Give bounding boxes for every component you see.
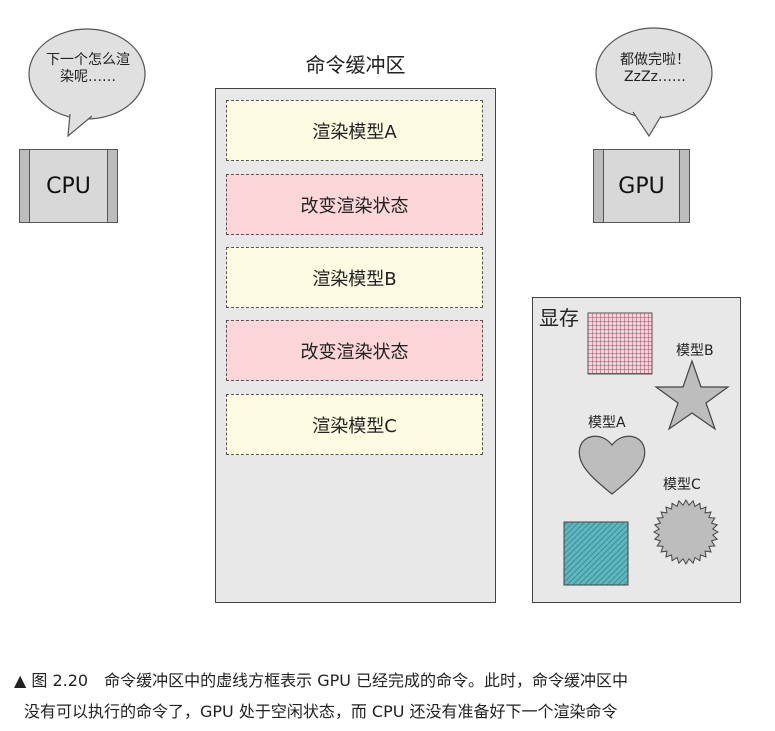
gpu-bubble-text: 都做完啦！ ZzZz……	[600, 52, 710, 86]
command-change-state-1: 改变渲染状态	[226, 174, 483, 235]
cpu-chip: CPU	[19, 149, 118, 223]
texture-red-icon	[587, 312, 653, 375]
cpu-speech-bubble	[28, 28, 146, 138]
command-buffer-title: 命令缓冲区	[305, 53, 406, 77]
gpu-chip: GPU	[593, 149, 690, 223]
figure-caption-line2: 没有可以执行的命令了，GPU 处于空闲状态，而 CPU 还没有准备好下一个渲染命…	[24, 702, 618, 721]
model-b-star-icon	[654, 359, 730, 431]
gpu-bubble-line2: ZzZz……	[624, 69, 686, 85]
command-render-model-b: 渲染模型B	[226, 247, 483, 308]
cpu-label: CPU	[46, 173, 91, 199]
model-a-heart-icon	[578, 435, 646, 495]
command-render-model-c: 渲染模型C	[226, 394, 483, 455]
figure-caption-line1: ▲ 图 2.20 命令缓冲区中的虚线方框表示 GPU 已经完成的命令。此时，命令…	[14, 671, 629, 690]
command-render-model-a: 渲染模型A	[226, 100, 483, 161]
command-change-state-2: 改变渲染状态	[226, 320, 483, 381]
model-c-label: 模型C	[663, 477, 701, 493]
model-b-label: 模型B	[676, 343, 714, 359]
gpu-label: GPU	[618, 173, 665, 199]
cpu-bubble-line1: 下一个怎么渲	[46, 52, 130, 68]
model-c-gear-icon	[652, 498, 720, 566]
cpu-bubble-text: 下一个怎么渲 染呢……	[36, 52, 140, 86]
video-memory-title: 显存	[539, 306, 579, 330]
texture-teal-icon	[563, 521, 629, 586]
gpu-bubble-line1: 都做完啦！	[620, 52, 690, 68]
cpu-bubble-line2: 染呢……	[60, 69, 116, 85]
model-a-label: 模型A	[588, 415, 626, 431]
gpu-speech-bubble	[595, 27, 713, 138]
video-memory-contents	[563, 312, 730, 586]
